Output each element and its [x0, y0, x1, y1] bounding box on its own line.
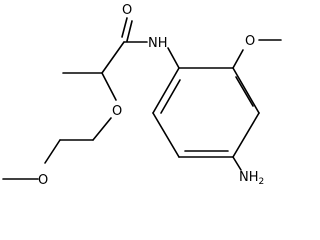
carbonyl-double-bond-b: [126, 20, 133, 42]
ring-inner-double-1: [235, 76, 254, 107]
ether-oxygen-to-ch2-bond: [92, 117, 112, 141]
terminal-methoxy-oxygen-label: O: [38, 173, 48, 188]
ring-bond-5: [152, 112, 180, 158]
carbonyl-double-bond-a: [121, 17, 128, 38]
ether-oxygen-label: O: [112, 104, 122, 119]
amine-subscript: 2: [259, 177, 265, 187]
ring-bond-6: [152, 67, 180, 114]
carbonyl-oxygen-label: O: [122, 3, 132, 18]
ch2-to-terminal-oxygen-bond: [44, 139, 61, 164]
ring-to-methoxy-oxygen-bond: [232, 49, 244, 69]
molecule-drawing: O NH O O O NH2: [2, 3, 282, 188]
nh-to-ring-bond: [167, 47, 180, 69]
ring-methoxy-oxygen-label: O: [245, 34, 255, 49]
amine-nh-text: NH: [239, 170, 259, 185]
ring-bond-3: [232, 112, 260, 158]
amide-nh-label: NH: [148, 36, 168, 51]
structure-diagram: O NH O O O NH2: [2, 3, 282, 188]
ring-inner-double-3: [160, 79, 181, 114]
amine-label: NH2: [239, 170, 264, 187]
carbonyl-to-alpha-bond: [101, 41, 125, 74]
alpha-to-ether-oxygen-bond: [101, 72, 117, 101]
ring-to-amine-bond: [232, 156, 242, 171]
ring-bond-2: [232, 67, 260, 114]
